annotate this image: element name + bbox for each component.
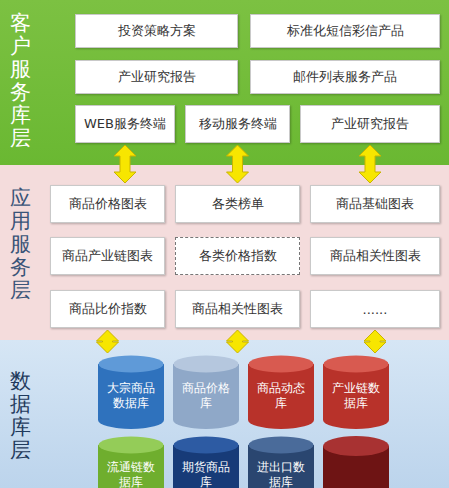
process-box: 各类价格指数 [175,237,300,275]
cylinder-body [248,364,314,429]
box-label: 移动服务终端 [199,115,277,133]
process-box: 产业研究报告 [75,60,238,94]
process-box: 移动服务终端 [185,105,290,143]
box-label: 商品相关性图表 [192,300,283,318]
layer-band: 数据库层 大宗商品数据库商品价格库商品动态库产业链数据库流通链数据库期货商品库进出… [0,340,449,488]
box-label: 邮件列表服务产品 [293,68,397,86]
cylinder-top [324,356,389,373]
cylinder-top [99,356,164,373]
process-box: 商品产业链图表 [50,237,165,275]
database-cylinder: 商品价格库 [173,355,239,429]
cylinder-body [173,364,239,429]
box-label: 商品基础图表 [336,195,414,213]
layer-label: 数据库层 [10,370,31,462]
box-label: WEB服务终端 [84,115,166,133]
double-arrow [227,330,249,353]
process-box: 产业研究报告 [300,105,440,143]
box-label: ...... [363,302,388,317]
box-label: 商品比价指数 [69,300,147,318]
cylinder-body [323,364,389,429]
cylinder-top [249,437,314,454]
layer-label: 应用服务层 [10,187,31,302]
process-box: 投资策略方案 [75,14,238,48]
database-cylinder: 产业链数据库 [323,355,389,429]
box-label: 商品相关性图表 [330,247,421,265]
box-label: 流通链数据库 [104,460,158,488]
database-cylinder: 商品动态库 [248,355,314,429]
layer-label: 客户服务库层 [10,12,31,151]
process-box: 商品比价指数 [50,290,165,328]
cylinder-top [174,356,239,373]
box-label: 产业研究报告 [118,68,196,86]
database-cylinder: 大宗商品数据库 [98,355,164,429]
box-label: 产业研究报告 [331,115,409,133]
box-label: 各类价格指数 [199,247,277,265]
box-label: 期货商品库 [179,460,233,488]
layer-band: 客户服务库层 投资策略方案 标准化短信彩信产品产业研究报告 邮件列表服务产品 WEB服务… [0,0,449,165]
process-box: 商品价格图表 [50,185,165,223]
double-arrow [114,145,136,183]
process-box: 商品相关性图表 [175,290,300,328]
box-label: 商品动态库 [254,381,308,411]
database-cylinder: 流通链数据库 [98,436,164,488]
double-arrow [227,145,249,183]
box-label: 商品价格库 [179,381,233,411]
box-label: 商品产业链图表 [62,247,153,265]
layer-band: 应用服务层商品价格图表各类榜单商品基础图表商品产业链图表各类价格指数商品相关性图… [0,165,449,340]
process-box: 商品相关性图表 [310,237,440,275]
process-box: WEB服务终端 [75,105,175,143]
database-cylinder: 进出口数据库 [248,436,314,488]
process-box: 商品基础图表 [310,185,440,223]
box-label: 投资策略方案 [118,22,196,40]
cylinder-body [98,364,164,429]
double-arrow [364,330,386,353]
box-label: 各类榜单 [212,195,264,213]
cylinder-top [174,437,239,454]
process-box: ...... [310,290,440,328]
box-label: 标准化短信彩信产品 [287,22,404,40]
process-box: 各类榜单 [175,185,300,223]
box-label: 大宗商品数据库 [104,381,158,411]
box-label: 进出口数据库 [254,460,308,488]
double-arrow [359,145,381,183]
box-label: 产业链数据库 [329,381,383,411]
box-label: 商品价格图表 [69,195,147,213]
double-arrow [97,330,119,353]
cylinder-top [249,356,314,373]
process-box: 邮件列表服务产品 [250,60,440,94]
cylinder-top [99,437,164,454]
database-cylinder: 期货商品库 [173,436,239,488]
process-box: 标准化短信彩信产品 [250,14,440,48]
